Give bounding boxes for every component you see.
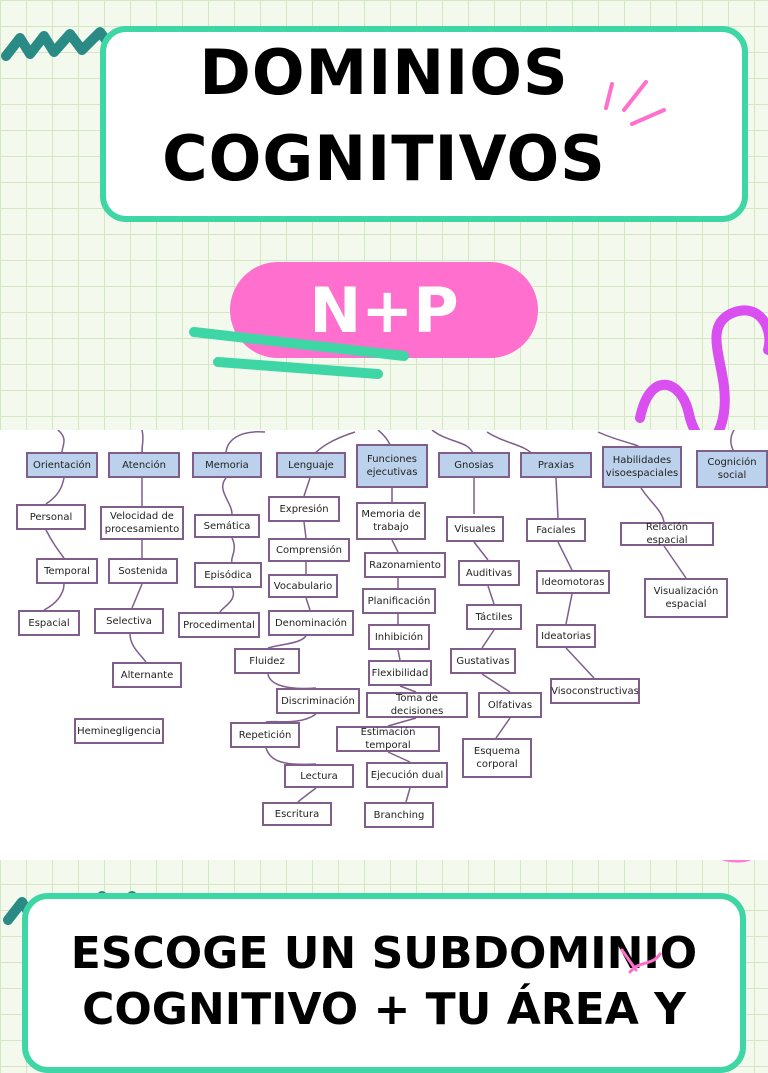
node-espacial: Espacial: [18, 610, 80, 636]
bottom-line-2: COGNITIVO + TU ÁREA Y: [82, 984, 686, 1035]
node-memoria-de-trabajo: Memoria de trabajo: [356, 502, 426, 540]
np-badge-label: N+P: [309, 273, 459, 347]
cognitive-domains-diagram: Orientación Atención Memoria Lenguaje Fu…: [0, 430, 768, 860]
node-expresion: Expresión: [268, 496, 340, 522]
diagram-connectors: [43, 430, 735, 803]
node-lectura: Lectura: [284, 764, 354, 788]
header-praxias: Praxias: [520, 452, 592, 478]
node-gustativas: Gustativas: [450, 648, 516, 674]
node-ideatorias: Ideatorias: [536, 624, 596, 648]
header-memoria: Memoria: [192, 452, 262, 478]
header-orientacion: Orientación: [26, 452, 98, 478]
node-heminegligencia: Heminegligencia: [74, 718, 164, 744]
node-escritura: Escritura: [262, 802, 332, 826]
node-inhibicion: Inhibición: [368, 624, 430, 650]
node-procedimental: Procedimental: [178, 612, 260, 638]
node-branching: Branching: [364, 802, 434, 828]
node-temporal: Temporal: [36, 558, 98, 584]
node-olfativas: Olfativas: [478, 692, 542, 718]
node-tactiles: Táctiles: [466, 604, 522, 630]
node-alternante: Alternante: [112, 662, 182, 688]
node-sostenida: Sostenida: [108, 558, 178, 584]
node-repeticion: Repetición: [230, 722, 300, 748]
node-fluidez: Fluidez: [234, 648, 300, 674]
header-lenguaje: Lenguaje: [276, 452, 346, 478]
node-planificacion: Planificación: [362, 588, 436, 614]
node-discriminacion: Discriminación: [276, 688, 360, 714]
np-badge: N+P: [230, 262, 538, 358]
teal-stroke-lower: [213, 357, 383, 379]
node-visuales: Visuales: [446, 516, 504, 542]
node-ejecucion-dual: Ejecución dual: [366, 762, 448, 788]
node-selectiva: Selectiva: [94, 608, 164, 634]
node-auditivas: Auditivas: [458, 560, 520, 586]
node-razonamiento: Razonamiento: [364, 552, 446, 578]
node-ideomotoras: Ideomotoras: [536, 570, 610, 594]
node-episodica: Episódica: [194, 562, 262, 588]
right-magenta-squiggle: [635, 305, 768, 446]
bottom-instruction-box: [22, 893, 746, 1073]
bottom-line-1: ESCOGE UN SUBDOMINIO: [70, 928, 698, 979]
node-faciales: Faciales: [526, 518, 586, 542]
header-gnosias: Gnosias: [438, 452, 510, 478]
node-esquema-corporal: Esquema corporal: [462, 738, 532, 778]
node-vocabulario: Vocabulario: [268, 574, 338, 598]
node-visualizacion-espacial: Visualización espacial: [644, 578, 728, 618]
node-personal: Personal: [16, 504, 86, 530]
node-relacion-espacial: Relación espacial: [620, 522, 714, 546]
node-comprension: Comprensión: [268, 538, 350, 562]
title-line-1: DOMINIOS: [199, 36, 569, 109]
node-sematica: Semática: [194, 514, 260, 538]
node-estimacion-temporal: Estimación temporal: [336, 726, 440, 752]
header-habilidades-visoespaciales: Habilidades visoespaciales: [602, 446, 682, 488]
node-flexibilidad: Flexibilidad: [368, 660, 432, 686]
header-atencion: Atención: [108, 452, 180, 478]
node-velocidad-procesamiento: Velocidad de procesamiento: [100, 506, 184, 540]
header-funciones-ejecutivas: Funciones ejecutivas: [356, 444, 428, 488]
node-toma-de-decisiones: Toma de decisiones: [366, 692, 468, 718]
node-visoconstructivas: Visoconstructivas: [550, 678, 640, 704]
header-cognicion-social: Cognición social: [696, 450, 768, 488]
title-line-2: COGNITIVOS: [162, 122, 606, 195]
node-denominacion: Denominación: [268, 610, 354, 636]
